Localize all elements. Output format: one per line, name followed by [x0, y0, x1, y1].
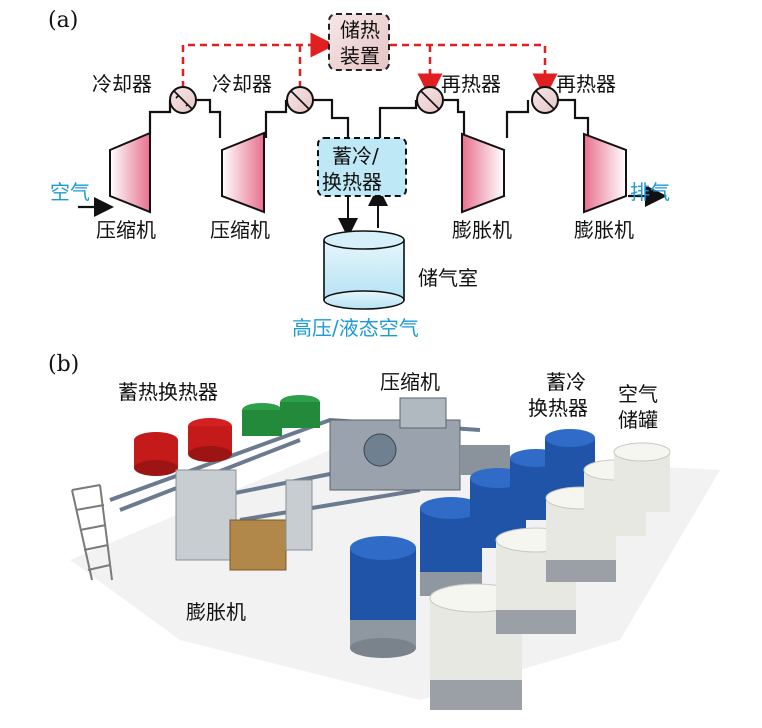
reheater-1-label: 再热器: [441, 72, 501, 96]
cooler-1-label: 冷却器: [92, 72, 152, 96]
expander-1-shape: [461, 132, 505, 214]
cold-storage-label-1: 蓄冷/: [332, 144, 379, 168]
cold-exchanger-label-2: 换热器: [528, 396, 588, 420]
air-room-label: 储气室: [418, 266, 478, 290]
compressor-label: 压缩机: [380, 370, 440, 394]
cold-exchanger-label-1: 蓄冷: [546, 370, 586, 394]
exhaust-label: 排气: [630, 180, 670, 204]
heat-storage-label-1: 储热: [340, 18, 380, 42]
compressor-2-shape: [221, 131, 265, 214]
compressor-2-label: 压缩机: [210, 218, 270, 242]
air-storage-tanks: [429, 442, 671, 710]
storage-caption: 高压/液态空气: [292, 316, 419, 340]
compressor-1-label: 压缩机: [96, 218, 156, 242]
panel-b-label: (b): [48, 352, 80, 377]
compressor-1-shape: [109, 131, 151, 214]
heat-storage-box: [328, 13, 390, 71]
cold-storage-label-2: 换热器: [322, 170, 382, 194]
heat-exchanger-label: 蓄热换热器: [118, 380, 218, 404]
heat-exchanger-tanks: [134, 395, 320, 476]
expander-label: 膨胀机: [186, 600, 246, 624]
expander-2-shape: [583, 132, 627, 214]
expander-machine: [175, 469, 313, 571]
cold-exchanger-tanks: [350, 429, 595, 658]
stack-structure: [71, 484, 113, 581]
air-tank-label-2: 储罐: [618, 408, 658, 432]
heat-storage-label-2: 装置: [340, 44, 380, 68]
plant-illustration: [70, 395, 720, 710]
air-in-label: 空气: [50, 180, 90, 204]
expander-2-label: 膨胀机: [574, 218, 634, 242]
cold-storage-box: [317, 137, 407, 197]
air-room-tank: [323, 230, 405, 310]
reheater-2-label: 再热器: [556, 72, 616, 96]
panel-a-label: (a): [48, 8, 79, 33]
air-tank-label-1: 空气: [618, 382, 658, 406]
cooler-2-label: 冷却器: [212, 72, 272, 96]
expander-1-label: 膨胀机: [452, 218, 512, 242]
